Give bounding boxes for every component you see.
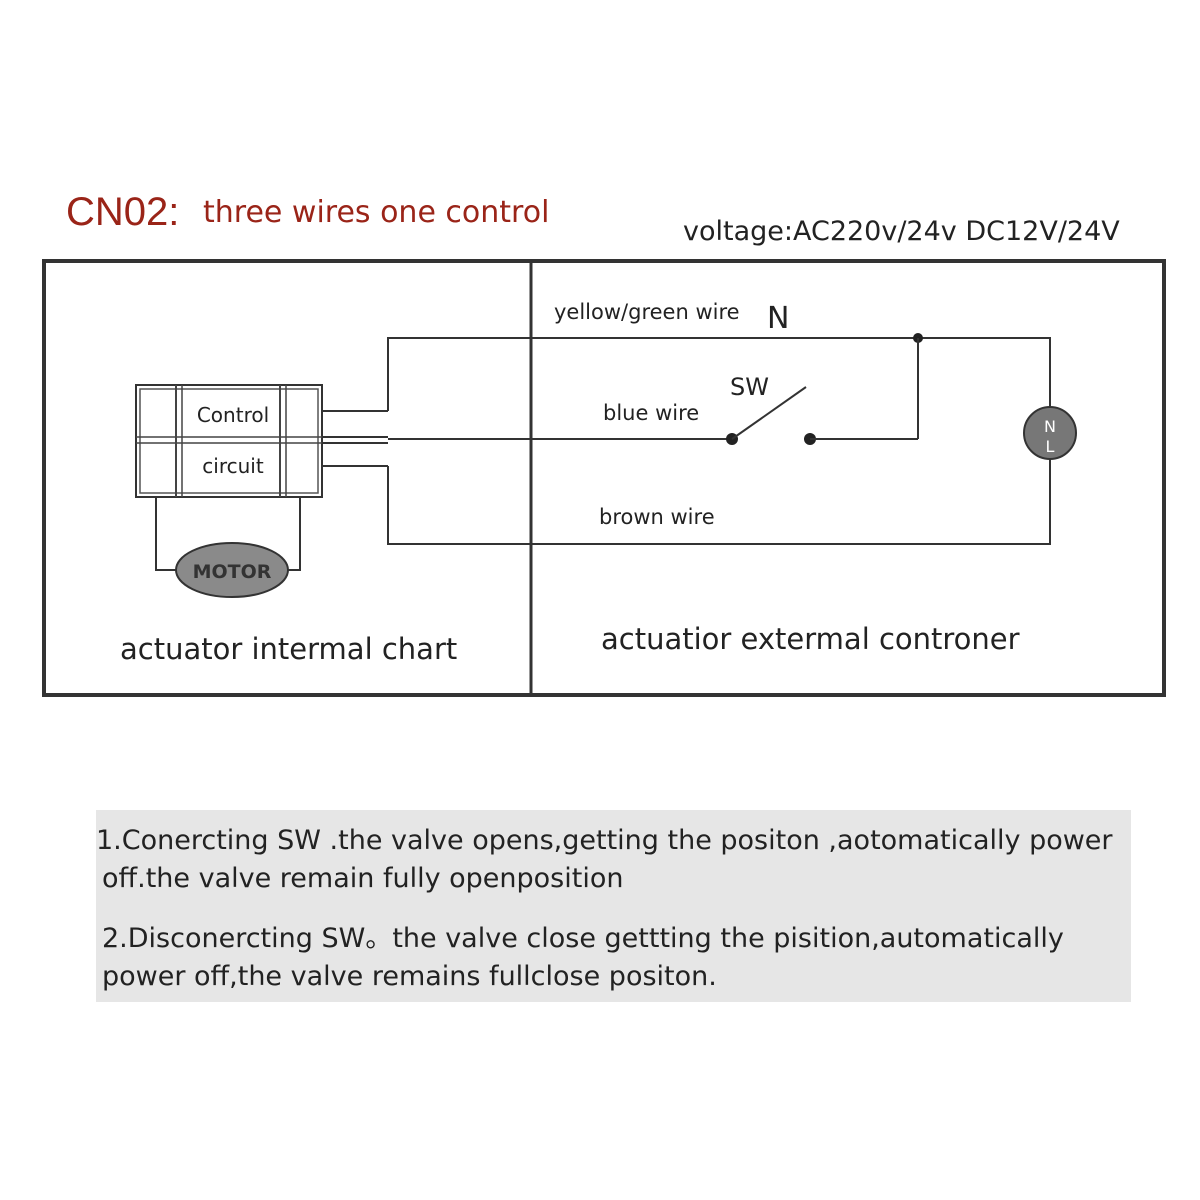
brown-wire-label: brown wire xyxy=(599,505,715,529)
power-source: N L xyxy=(1023,406,1077,460)
motor: MOTOR xyxy=(175,542,289,598)
brown-wire xyxy=(387,458,1051,545)
blue-wire-label: blue wire xyxy=(603,401,699,425)
instruction-2-line-2: power off,the valve remains fullclose po… xyxy=(102,961,717,992)
yellow-green-wire-label: yellow/green wire xyxy=(554,300,740,324)
neutral-label: N xyxy=(767,301,789,336)
voltage-label: voltage:AC220v/24v DC12V/24V xyxy=(683,216,1120,247)
instructions-panel: 1.Conercting SW .the valve opens,getting… xyxy=(96,810,1131,1002)
instruction-1-line-2: off.the valve remain fully openposition xyxy=(102,863,624,894)
switch-label: SW xyxy=(730,373,769,401)
control-label: Control xyxy=(197,403,269,427)
power-n-label: N xyxy=(1044,417,1056,436)
instruction-1: 1.Conercting SW .the valve opens,getting… xyxy=(96,822,1131,898)
diagram-title: three wires one control xyxy=(203,195,550,230)
motor-label: MOTOR xyxy=(193,561,272,583)
circuit-label: circuit xyxy=(202,454,264,478)
yellow-green-wire xyxy=(387,337,1051,411)
control-circuit-block: Control circuit xyxy=(135,384,323,498)
diagram-code: CN02: xyxy=(66,190,180,234)
internal-caption: actuator intermal chart xyxy=(120,632,457,666)
external-caption: actuatior extermal controner xyxy=(601,622,1020,656)
instruction-2-line-1: 2.Disconercting SW。the valve close gettt… xyxy=(102,923,1064,954)
instruction-2: 2.Disconercting SW。the valve close gettt… xyxy=(102,920,1122,996)
diagram-frame xyxy=(42,259,1166,697)
instruction-1-line-1: 1.Conercting SW .the valve opens,getting… xyxy=(96,825,1113,856)
switch-lever xyxy=(731,386,807,440)
wiring-diagram: Control circuit MOTOR actuator intermal … xyxy=(42,259,1166,697)
power-l-label: L xyxy=(1046,437,1055,456)
